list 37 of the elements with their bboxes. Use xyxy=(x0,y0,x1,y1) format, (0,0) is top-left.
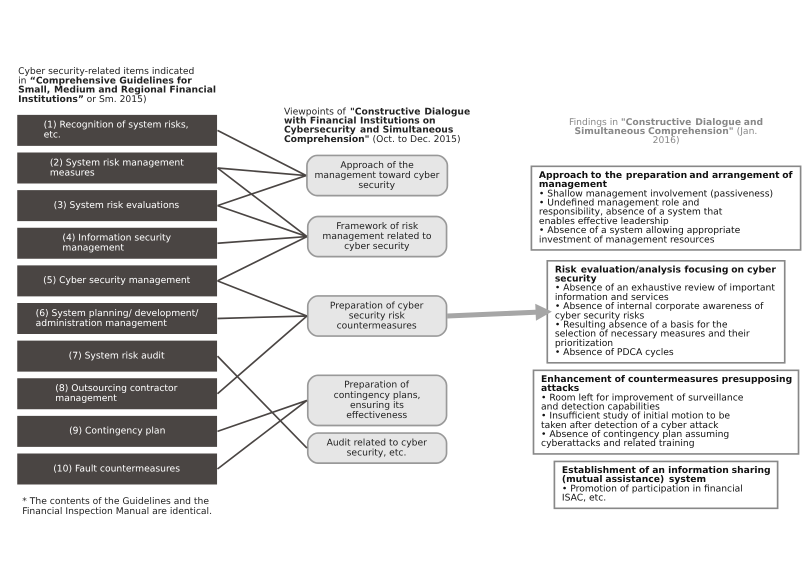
connector xyxy=(216,400,308,470)
node-box: (1) Recognition of system risks, etc. xyxy=(17,114,218,146)
connector xyxy=(217,400,308,432)
connector xyxy=(217,204,308,238)
node-box: Framework of risk management related to cyber security xyxy=(306,216,448,258)
node-box: Audit related to cyber security, etc. xyxy=(306,432,448,464)
node-box: (7) System risk audit xyxy=(17,340,218,372)
node-box: (3) System risk evaluations xyxy=(17,190,218,222)
node-box: (9) Contingency plan xyxy=(17,416,218,447)
node-box: Approach of the management toward cyber security xyxy=(306,154,448,196)
node-box: Preparation of cyber security risk countermeasures xyxy=(306,295,448,337)
connector xyxy=(216,315,308,394)
node-box: (6) System planning/ development/ administration management xyxy=(17,303,218,334)
connector xyxy=(217,236,308,282)
connector xyxy=(217,236,307,244)
connector xyxy=(217,174,306,206)
node-box: (8) Outsourcing contractor management xyxy=(17,378,218,410)
label: Viewpoints of "Constructive Dialogue with Financial Institutions on Cybersecurity and Simultaneous Comprehension" (Oct. to Dec. 2015) xyxy=(284,106,470,145)
label: Findings in "Constructive Dialogue and Simultaneous Comprehension" (Jan. 2016) xyxy=(569,116,764,146)
node-box: Approach to the preparation and arrangement of management • Shallow management involvement (passiveness) • Undefined management role and responsibility, absence of a system that enables effective leadership • Absence of a system allowing appropriate investment of management resources xyxy=(530,166,802,251)
label: * The contents of the Guidelines and the Financial Inspection Manual are identical. xyxy=(22,496,212,517)
node-box: (4) Information security management xyxy=(17,228,218,259)
node-box: Preparation of contingency plans, ensuring its effectiveness xyxy=(306,374,448,426)
node-box: (10) Fault countermeasures xyxy=(17,454,218,484)
connector xyxy=(216,356,308,449)
connector xyxy=(216,167,308,238)
label: Cyber security-related items indicated in “Comprehensive Guidelines for Small, Medium and Regional Financial Institutions” or Sm. 2015) xyxy=(18,66,216,105)
node-box: Risk evaluation/analysis focusing on cyber security • Absence of an exhaustive review of important information and services • Absence of internal corporate awareness of cyber security risks • Resulting absence of a basis for the selection of necessary measures and their prioritization • Absence of PDCA cycles xyxy=(546,260,786,364)
arrow xyxy=(447,304,552,321)
connector xyxy=(217,130,306,176)
node-box: (5) Cyber security management xyxy=(17,265,218,296)
node-box: (2) System risk management measures xyxy=(17,152,218,184)
connector xyxy=(217,315,307,320)
connector xyxy=(217,167,306,176)
connector xyxy=(217,280,308,317)
node-box: Enhancement of countermeasures presupposing attacks • Room left for improvement of surveillance and detection capabilities • Insufficient study of initial motion to be taken after detection of a cyber attack • Absence of contingency plan assuming cyberattacks and related training xyxy=(532,370,800,455)
node-box: Establishment of an information sharing (mutual assistance) system • Promotion of participation in financial ISAC, etc. xyxy=(554,460,778,510)
